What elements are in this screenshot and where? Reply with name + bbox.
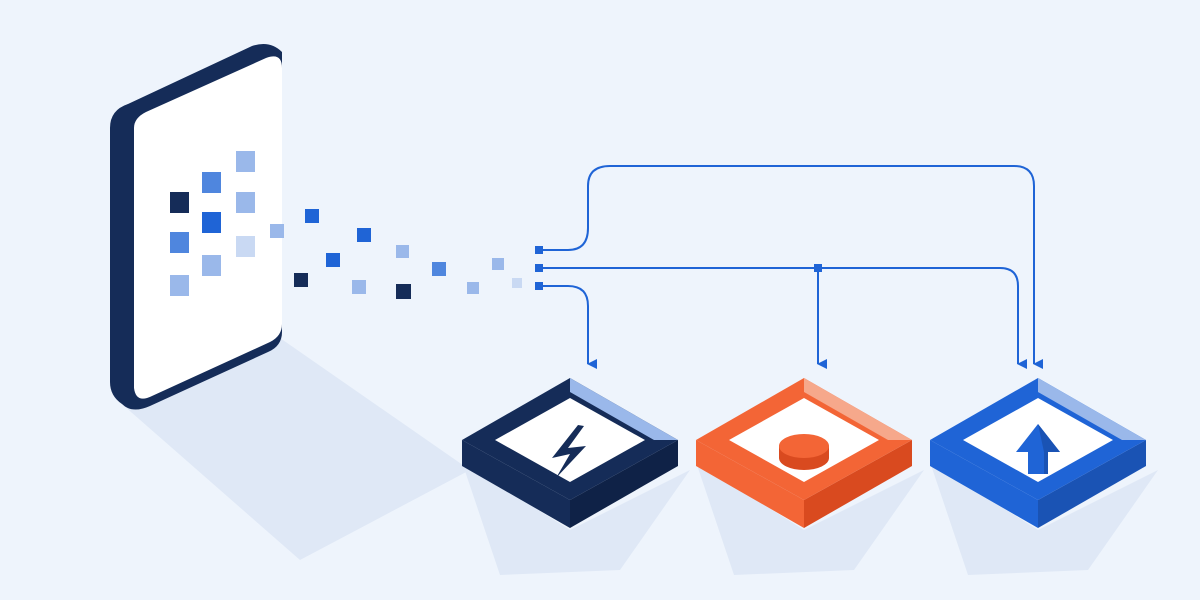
data-packet [270, 224, 284, 238]
data-packet [305, 209, 319, 223]
routing-lines [540, 165, 1043, 369]
grid-cell [236, 236, 255, 257]
data-grid-icon [170, 151, 255, 296]
tray-shadow [930, 462, 1158, 575]
router-connectors [535, 246, 822, 290]
up-arrow-icon [1016, 424, 1060, 474]
data-packet [432, 262, 446, 276]
grid-cell [236, 151, 255, 172]
route-middle [540, 267, 1027, 369]
tray-side-right [804, 440, 912, 528]
device-shadow [115, 338, 470, 560]
tray-inner-wall [1038, 378, 1146, 440]
arrow-shaft [1028, 452, 1048, 474]
tray-shadow [696, 462, 924, 575]
connector-node [535, 246, 543, 254]
data-packets [270, 209, 522, 299]
tray-side-left [462, 440, 570, 528]
navy-tray [462, 378, 690, 575]
connector-node [535, 282, 543, 290]
data-packet [396, 284, 411, 299]
tray-inner-wall [570, 378, 678, 440]
data-packet [357, 228, 371, 242]
data-packet [352, 280, 366, 294]
tray-side-left [696, 440, 804, 528]
source-device [110, 44, 282, 410]
tray-side-right [1038, 440, 1146, 528]
grid-cell [202, 212, 221, 233]
orange-tray [696, 378, 924, 575]
data-packet [396, 245, 409, 258]
lightning-icon [552, 425, 586, 478]
disc-icon [779, 434, 829, 470]
connector-node [535, 264, 543, 272]
junction-node [814, 264, 822, 272]
tray-side-left [930, 440, 1038, 528]
blue-tray [930, 378, 1158, 575]
grid-cell [170, 232, 189, 253]
data-packet [326, 253, 340, 267]
grid-cell [236, 192, 255, 213]
data-packet [492, 258, 504, 270]
data-packet [467, 282, 479, 294]
grid-cell [202, 255, 221, 276]
route-bottom [540, 285, 597, 369]
data-packet [512, 278, 522, 288]
data-packet [294, 273, 308, 287]
grid-cell [170, 275, 189, 296]
tray-shadow [462, 462, 690, 575]
tray-side-right [570, 440, 678, 528]
route-top [540, 165, 1043, 369]
grid-cell [170, 192, 189, 213]
tray-inner-wall [804, 378, 912, 440]
disc-top [779, 434, 829, 458]
grid-cell [202, 172, 221, 193]
arrow-shade [1038, 424, 1060, 474]
